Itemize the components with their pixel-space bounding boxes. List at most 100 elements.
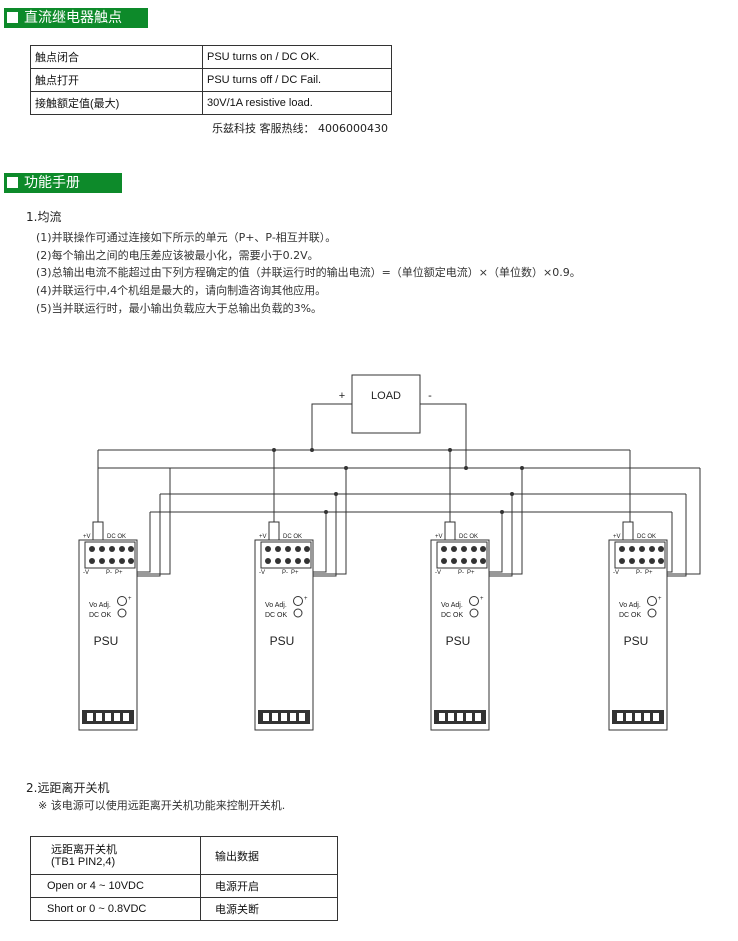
- dc-relay-header: 直流继电器触点: [4, 8, 148, 28]
- minus-v-label: -V: [259, 570, 265, 576]
- psu-body: [254, 539, 314, 731]
- table-cell-output: 电源开启: [200, 874, 338, 898]
- led-icon: [117, 608, 127, 618]
- junction-dot: [272, 448, 276, 452]
- load-minus-wire: [420, 403, 467, 468]
- p-plus-label: P+: [115, 570, 123, 576]
- hotline-text: 乐兹科技 客服热线： 4006000430: [212, 122, 388, 135]
- psu-unit-3: +V DC OK -V P- P+ Vo Adj. + DC OK PSU: [430, 521, 490, 731]
- dc-ok-led-label: DC OK: [441, 612, 464, 619]
- load-plus-wire: [311, 403, 352, 450]
- table-cell-condition: Short or 0 ~ 0.8VDC: [30, 897, 201, 921]
- plus-v-terminal: [268, 521, 280, 543]
- junction-dot: [310, 448, 314, 452]
- table-cell-output: 电源关断: [200, 897, 338, 921]
- svg-text:+: +: [658, 596, 662, 602]
- plus-v-terminal: [622, 521, 634, 543]
- dc-ok-led-label: DC OK: [89, 612, 112, 619]
- psu-label: PSU: [446, 634, 471, 648]
- current-sharing-title: 1.均流: [26, 210, 62, 224]
- junction-dot: [510, 492, 514, 496]
- table-cell-value: PSU turns off / DC Fail.: [202, 68, 392, 92]
- table-row: 接触额定值(最大) 30V/1A resistive load.: [30, 91, 392, 115]
- table-cell-label: 触点闭合: [30, 45, 203, 69]
- junction-dot: [344, 466, 348, 470]
- psu-body: [430, 539, 490, 731]
- vo-adj-label: Vo Adj.: [265, 602, 287, 609]
- remote-title: 2.远距离开关机: [26, 781, 110, 795]
- table-row: 触点打开 PSU turns off / DC Fail.: [30, 68, 392, 92]
- dc-ok-label: DC OK: [283, 534, 302, 540]
- dc-ok-label: DC OK: [459, 534, 478, 540]
- vo-adj-knob-icon: [647, 596, 657, 606]
- square-icon: [7, 12, 18, 23]
- vo-adj-label: Vo Adj.: [619, 602, 641, 609]
- vo-adj-label: Vo Adj.: [89, 602, 111, 609]
- junction-dots: [272, 448, 524, 514]
- svg-text:+: +: [128, 596, 132, 602]
- table-header-cell: 远距离开关机 (TB1 PIN2,4): [30, 836, 201, 875]
- plus-v-terminal: [92, 521, 104, 543]
- junction-dot: [500, 510, 504, 514]
- current-sharing-item: (5)当并联运行时，最小输出负载应大于总输出负载的3%。: [36, 302, 323, 315]
- terminal-block-top: [436, 541, 488, 569]
- table-cell-label: 接触额定值(最大): [30, 91, 203, 115]
- table-header-cell: 输出数据: [200, 836, 338, 875]
- plus-v-terminal: [444, 521, 456, 543]
- table-row: Short or 0 ~ 0.8VDC 电源关断: [30, 897, 338, 921]
- vo-adj-label: Vo Adj.: [441, 602, 463, 609]
- p-plus-label: P+: [467, 570, 475, 576]
- junction-dot: [464, 466, 468, 470]
- dc-ok-led-label: DC OK: [265, 612, 288, 619]
- plus-v-label: +V: [613, 534, 621, 540]
- terminal-block-top: [260, 541, 312, 569]
- vo-adj-knob-icon: [293, 596, 303, 606]
- table-cell-condition: Open or 4 ~ 10VDC: [30, 874, 201, 898]
- psu-label: PSU: [624, 634, 649, 648]
- junction-dot: [520, 466, 524, 470]
- psu-label: PSU: [94, 634, 119, 648]
- p-minus-label: P-: [458, 570, 464, 576]
- p-minus-label: P-: [636, 570, 642, 576]
- current-sharing-item: (1)并联操作可通过连接如下所示的单元（P+、P-相互并联）。: [36, 231, 337, 244]
- current-sharing-item: (2)每个输出之间的电压差应该被最小化，需要小于0.2V。: [36, 249, 319, 262]
- dc-relay-table: 触点闭合 PSU turns on / DC OK. 触点打开 PSU turn…: [30, 45, 392, 115]
- psu-body: [78, 539, 138, 731]
- minus-v-label: -V: [613, 570, 619, 576]
- p-plus-label: P+: [645, 570, 653, 576]
- led-icon: [293, 608, 303, 618]
- dc-ok-label: DC OK: [637, 534, 656, 540]
- p-minus-label: P-: [106, 570, 112, 576]
- remote-table: 远距离开关机 (TB1 PIN2,4) 输出数据 Open or 4 ~ 10V…: [30, 836, 338, 921]
- psu-unit-1: +V DC OK -V P- P+ Vo Adj. + DC OK PSU: [78, 521, 138, 731]
- terminal-block-top: [614, 541, 666, 569]
- junction-dot: [324, 510, 328, 514]
- manual-header: 功能手册: [4, 173, 122, 193]
- table-header-line1: 远距离开关机: [51, 843, 117, 856]
- junction-dot: [448, 448, 452, 452]
- table-cell-label: 触点打开: [30, 68, 203, 92]
- table-row: Open or 4 ~ 10VDC 电源开启: [30, 874, 338, 898]
- table-cell-value: PSU turns on / DC OK.: [202, 45, 392, 69]
- junction-dot: [334, 492, 338, 496]
- psu-label: PSU: [270, 634, 295, 648]
- led-icon: [647, 608, 657, 618]
- current-sharing-item: (4)并联运行中,4个机组是最大的，请向制造咨询其他应用。: [36, 284, 327, 297]
- svg-text:+: +: [304, 596, 308, 602]
- p-minus-label: P-: [282, 570, 288, 576]
- plus-v-label: +V: [435, 534, 443, 540]
- terminal-block-top: [84, 541, 136, 569]
- table-cell-value: 30V/1A resistive load.: [202, 91, 392, 115]
- dc-ok-led-label: DC OK: [619, 612, 642, 619]
- table-row: 远距离开关机 (TB1 PIN2,4) 输出数据: [30, 836, 338, 875]
- vo-adj-knob-icon: [469, 596, 479, 606]
- plus-v-label: +V: [83, 534, 91, 540]
- minus-v-label: -V: [83, 570, 89, 576]
- remote-note: ※ 该电源可以使用远距离开关机功能来控制开关机.: [38, 799, 286, 812]
- table-header-line2: (TB1 PIN2,4): [51, 855, 116, 868]
- plus-v-label: +V: [259, 534, 267, 540]
- load-plus-label: +: [339, 390, 345, 402]
- dc-ok-label: DC OK: [107, 534, 126, 540]
- led-icon: [469, 608, 479, 618]
- load-label: LOAD: [371, 390, 401, 402]
